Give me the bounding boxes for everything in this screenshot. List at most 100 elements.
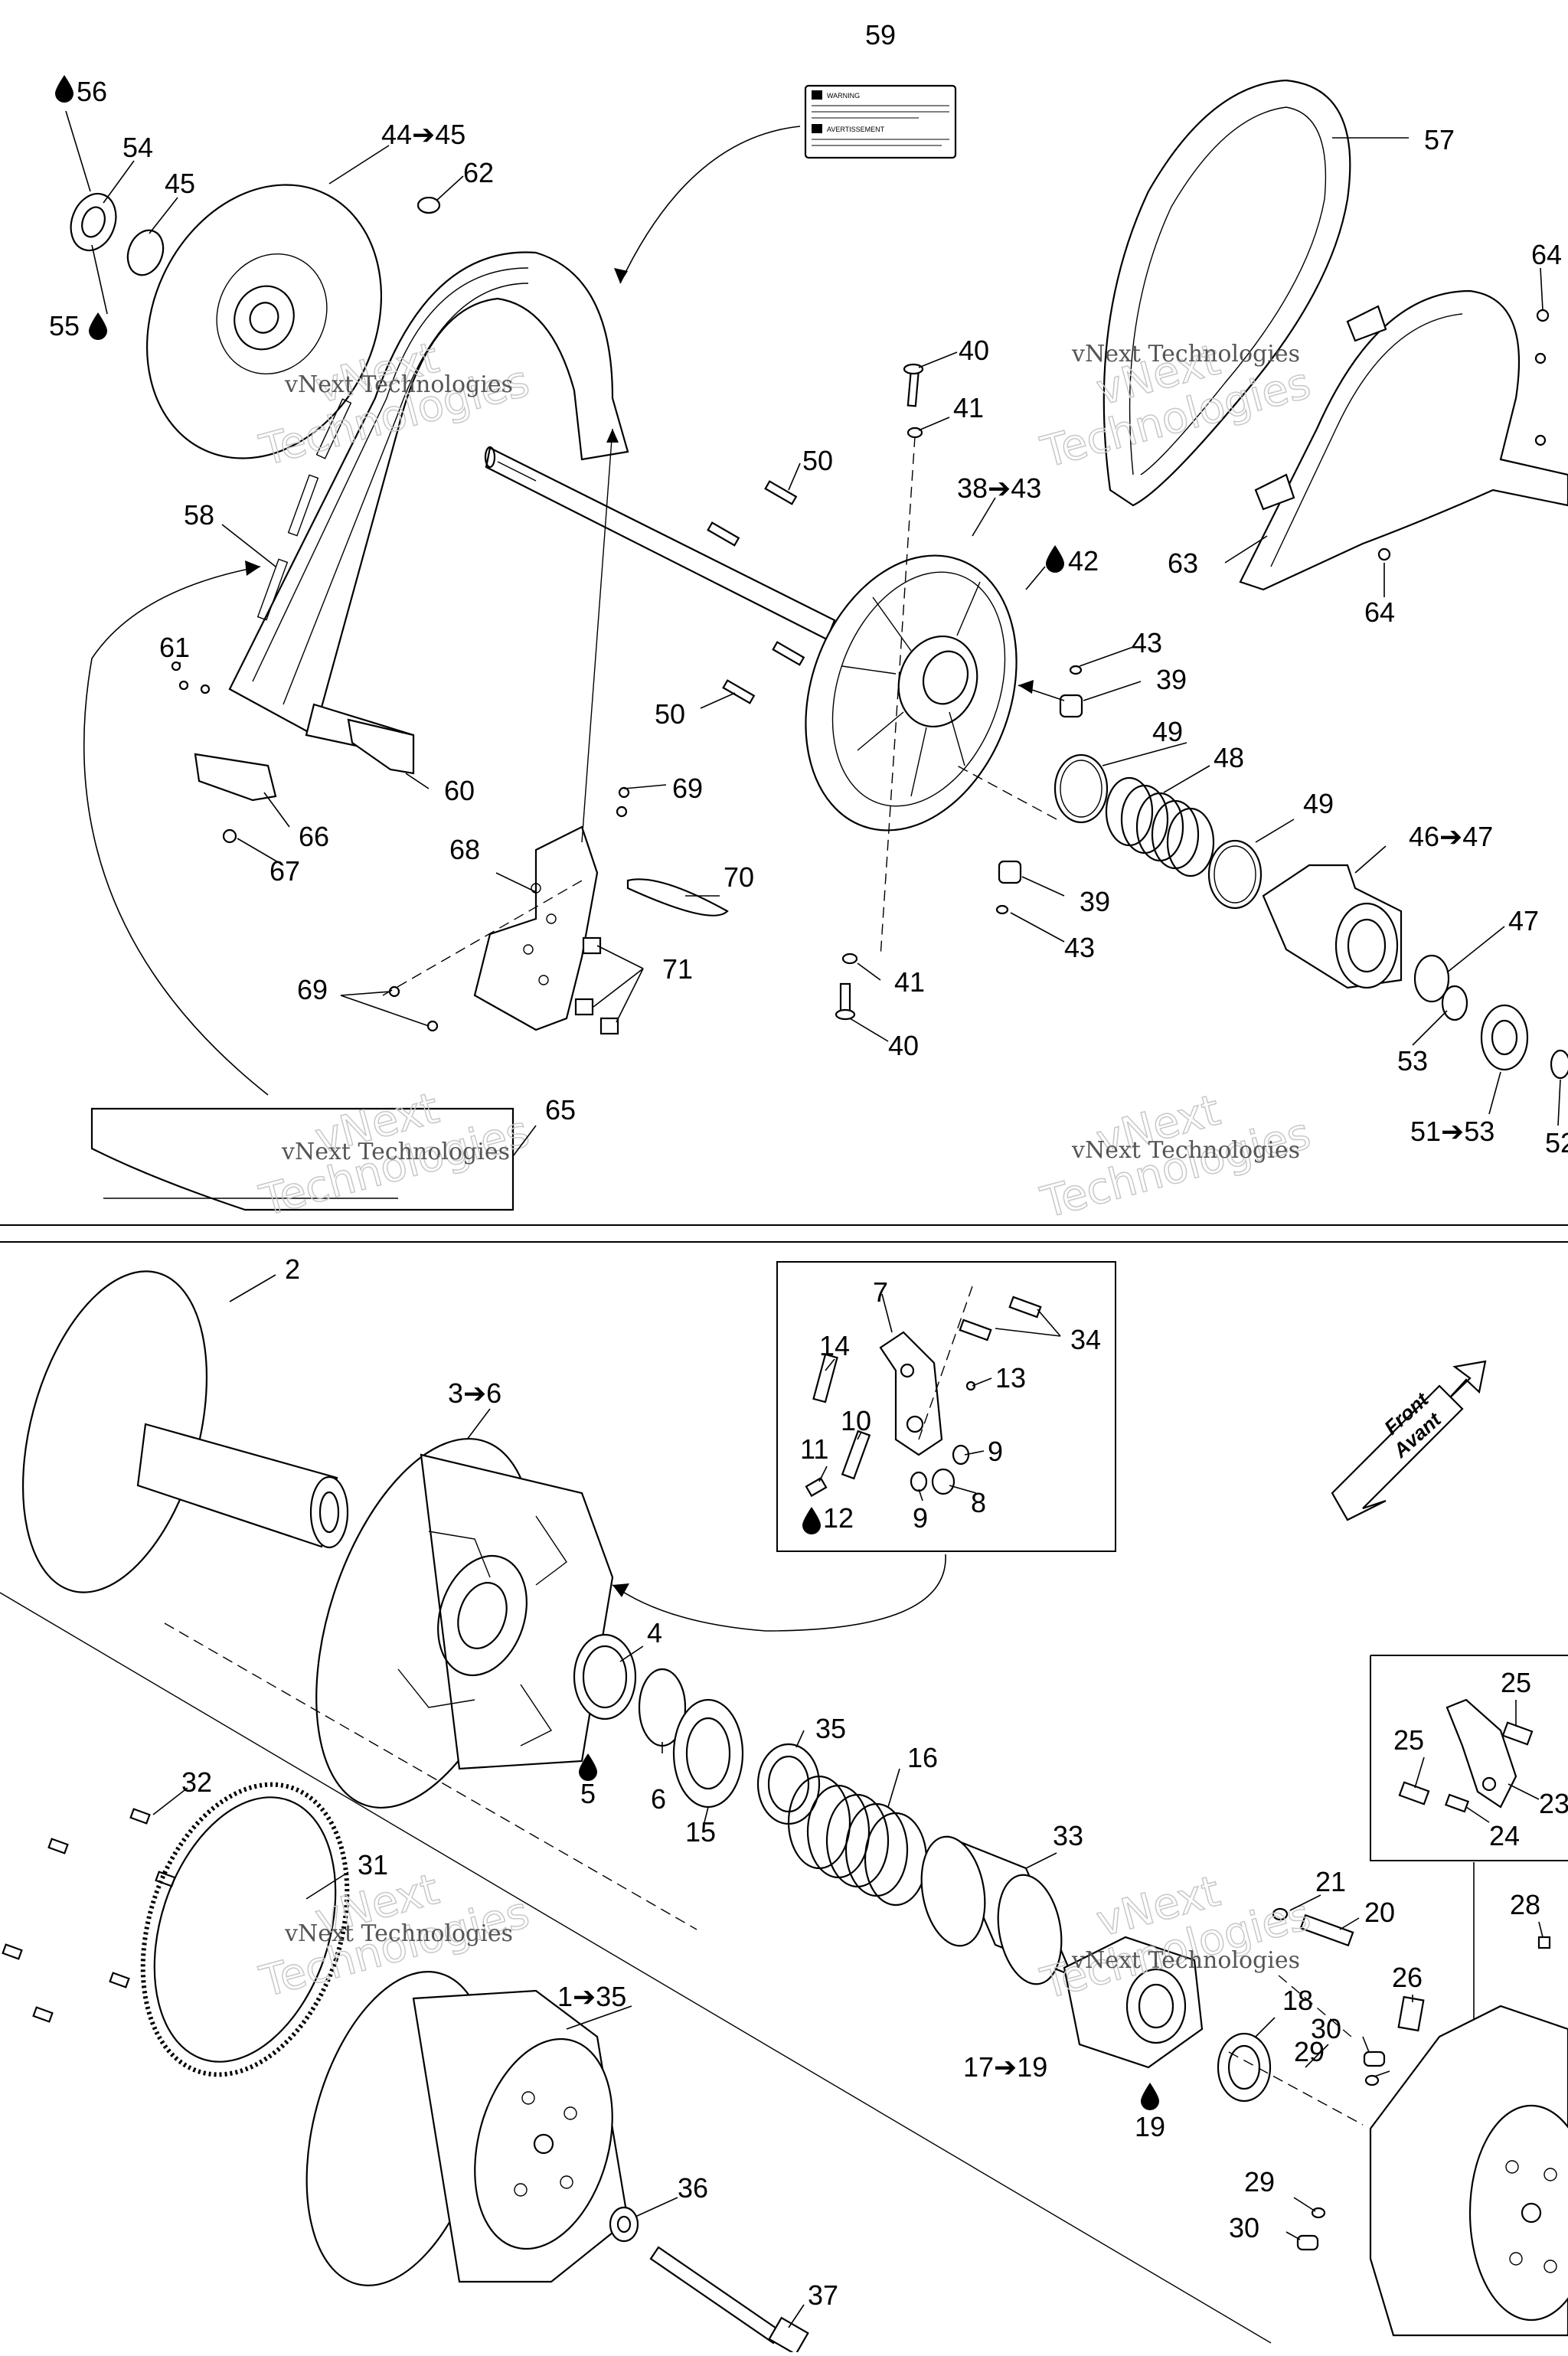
- screw-69c: [388, 985, 400, 998]
- callout-40a: 40: [959, 335, 989, 366]
- washer-29a: [1364, 2074, 1380, 2086]
- washer-9a: [952, 1444, 970, 1466]
- callout-38-43: 38➔43: [957, 472, 1041, 504]
- callout-41b: 41: [894, 966, 925, 998]
- callout-69b: 69: [297, 974, 328, 1005]
- screw-28: [1537, 1936, 1551, 1949]
- callout-5: 5: [580, 1778, 596, 1809]
- weight-23: [1446, 1698, 1517, 1809]
- oil-drop-icon: [1046, 545, 1064, 573]
- callout-49a: 49: [1152, 716, 1183, 747]
- belt-57: [1102, 79, 1351, 507]
- watermark-caption-4: vNext Technologies: [1071, 1137, 1300, 1164]
- callout-60: 60: [444, 775, 475, 806]
- callout-43a: 43: [1132, 627, 1162, 658]
- part-13: [965, 1381, 976, 1391]
- bolt-50a: [764, 480, 798, 505]
- bolt-50c: [707, 521, 740, 547]
- oil-drop-icon: [55, 75, 74, 103]
- ring-45: [126, 229, 165, 276]
- callout-61: 61: [159, 632, 190, 663]
- callout-51-53: 51➔53: [1410, 1116, 1494, 1147]
- callout-45: 45: [165, 168, 195, 199]
- pin-10: [841, 1430, 871, 1480]
- movable-sheave-3: [315, 1438, 614, 1809]
- callout-59: 59: [865, 19, 896, 51]
- callout-10: 10: [841, 1405, 871, 1436]
- clip-66: [194, 753, 277, 802]
- callout-47: 47: [1508, 905, 1539, 936]
- callout-35: 35: [815, 1713, 846, 1744]
- callout-2: 2: [285, 1253, 300, 1285]
- screw-61a: [171, 661, 181, 672]
- callout-50b: 50: [655, 698, 685, 730]
- callout-58: 58: [184, 499, 214, 531]
- nut-71a: [582, 936, 602, 955]
- oil-drop-icon: [579, 1753, 597, 1781]
- ring-gear-31: [140, 1782, 350, 2077]
- callout-21: 21: [1315, 1866, 1346, 1897]
- callout-37: 37: [808, 2279, 838, 2311]
- bolt-50b: [722, 679, 756, 704]
- callout-39b: 39: [1080, 886, 1110, 917]
- callout-55: 55: [49, 310, 80, 341]
- tube-33: [920, 1835, 1074, 1985]
- hub-51: [1480, 1004, 1529, 1071]
- rivet-25a: [1501, 1721, 1534, 1746]
- screw-69a: [618, 786, 630, 799]
- callout-67: 67: [270, 855, 300, 887]
- leader-65: [83, 566, 269, 1096]
- washer-9b: [910, 1471, 928, 1492]
- clutch-hub-right: [1369, 2005, 1568, 2337]
- screw-64a: [1536, 309, 1550, 322]
- callout-64a: 64: [1531, 239, 1562, 270]
- callout-8: 8: [971, 1487, 986, 1518]
- belt-guard-63: [1239, 289, 1568, 591]
- callout-50a: 50: [802, 445, 833, 476]
- callout-3-6: 3➔6: [448, 1377, 501, 1409]
- nut-71c: [599, 1017, 619, 1035]
- callout-43b: 43: [1064, 932, 1095, 963]
- callout-63: 63: [1168, 547, 1198, 579]
- callout-18: 18: [1282, 1985, 1313, 2016]
- callout-4: 4: [647, 1617, 662, 1649]
- fixed-sheave-2: [21, 1270, 349, 1593]
- bolt-20: [1299, 1913, 1354, 1947]
- washer-41b: [841, 953, 858, 965]
- ring-47: [1413, 954, 1450, 1003]
- bolt-40a: [903, 363, 924, 407]
- callout-70: 70: [724, 861, 754, 893]
- callout-30b: 30: [1229, 2212, 1259, 2243]
- spring-48: [1105, 776, 1215, 877]
- watermark-caption-3: vNext Technologies: [281, 1139, 510, 1165]
- driven-sheave: [805, 554, 1018, 832]
- pin-14: [812, 1353, 838, 1403]
- callout-36: 36: [678, 2172, 708, 2204]
- leader-59: [619, 126, 801, 284]
- callout-31: 31: [358, 1849, 388, 1881]
- spider-17: [1063, 1936, 1204, 2069]
- screws-32: [2, 1808, 176, 2023]
- bushing-4: [573, 1633, 637, 1720]
- oil-drop-icon: [1141, 2083, 1159, 2110]
- watermark-caption-1: vNext Technologies: [284, 371, 513, 398]
- screw-69b: [616, 805, 628, 818]
- callout-64b: 64: [1364, 596, 1395, 628]
- callout-52: 52: [1545, 1127, 1568, 1158]
- washer-43a: [1069, 665, 1083, 675]
- driven-shaft: [484, 446, 836, 641]
- screw-61b: [178, 680, 189, 691]
- screw-26: [1397, 1995, 1425, 2032]
- roller-30b: [1296, 2234, 1319, 2251]
- callout-54: 54: [122, 132, 153, 163]
- roller-30a: [1363, 2050, 1386, 2067]
- callout-9b: 9: [913, 1502, 928, 1534]
- callout-17-19: 17➔19: [963, 2051, 1047, 2083]
- callout-33: 33: [1053, 1820, 1083, 1851]
- callout-25a: 25: [1501, 1667, 1531, 1698]
- ring-49b: [1207, 839, 1263, 910]
- callout-14: 14: [819, 1330, 850, 1361]
- callout-71: 71: [662, 953, 693, 985]
